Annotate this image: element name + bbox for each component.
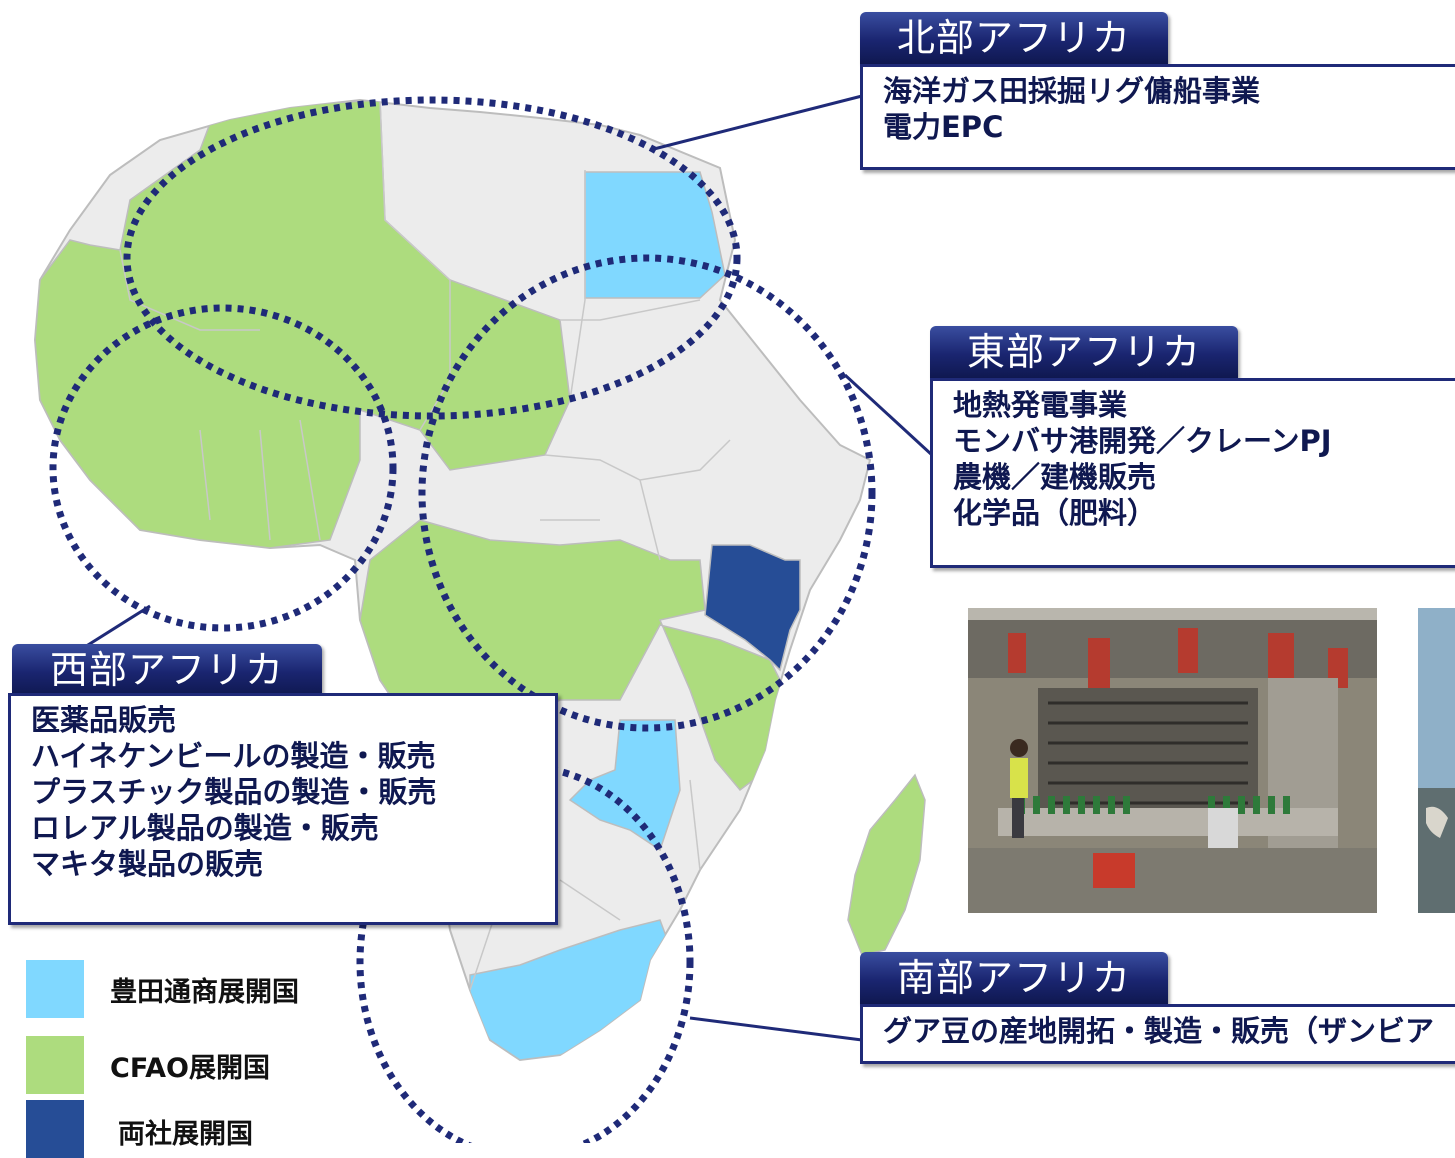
east-africa-title: 東部アフリカ bbox=[966, 330, 1201, 374]
callout-lines bbox=[79, 94, 934, 1042]
north-africa-title: 北部アフリカ bbox=[896, 16, 1131, 60]
legend-label-cfao: CFAO展開国 bbox=[110, 1053, 271, 1084]
legend-swatch-green bbox=[26, 1036, 84, 1094]
east-line-1: 地熱発電事業 bbox=[953, 388, 1128, 422]
north-line-2: 電力EPC bbox=[883, 110, 1004, 144]
legend-swatch-light-blue bbox=[26, 960, 84, 1018]
partial-photo bbox=[1418, 608, 1455, 913]
north-circle bbox=[123, 96, 741, 420]
legend-item-cfao: CFAO展開国 bbox=[26, 1036, 386, 1094]
east-circle bbox=[418, 254, 876, 732]
west-line-1: 医薬品販売 bbox=[31, 703, 177, 737]
west-africa-title: 西部アフリカ bbox=[49, 648, 284, 692]
legend-swatch-dark-blue bbox=[26, 1100, 84, 1158]
south-africa-tab: 南部アフリカ bbox=[860, 952, 1168, 1004]
north-line-1: 海洋ガス田採掘リグ傭船事業 bbox=[883, 74, 1261, 108]
south-africa-box: グア豆の産地開拓・製造・販売（ザンビア bbox=[860, 1004, 1455, 1064]
egypt-region bbox=[584, 171, 726, 299]
west-line-4: ロレアル製品の製造・販売 bbox=[31, 811, 379, 845]
madagascar bbox=[847, 773, 926, 956]
north-africa-tab: 北部アフリカ bbox=[860, 12, 1168, 64]
east-line-4: 化学品（肥料） bbox=[953, 496, 1157, 530]
south-africa-title: 南部アフリカ bbox=[896, 956, 1131, 1000]
angola-region bbox=[568, 719, 681, 852]
country-borders bbox=[119, 100, 731, 991]
west-circle bbox=[49, 304, 397, 632]
east-line-2: モンバサ港開発／クレーンPJ bbox=[953, 424, 1332, 458]
kenya-region bbox=[704, 544, 801, 672]
west-africa-box: 医薬品販売 ハイネケンビールの製造・販売 プラスチック製品の製造・販売 ロレアル… bbox=[8, 693, 558, 925]
north-africa-box: 海洋ガス田採掘リグ傭船事業 電力EPC bbox=[860, 64, 1455, 170]
south-circle bbox=[356, 763, 694, 1143]
south-line-1: グア豆の産地開拓・製造・販売（ザンビア bbox=[883, 1014, 1435, 1048]
west-africa-tab: 西部アフリカ bbox=[12, 644, 322, 696]
east-africa-box: 地熱発電事業 モンバサ港開発／クレーンPJ 農機／建機販売 化学品（肥料） bbox=[930, 378, 1455, 568]
brewery-bottling-line-photo bbox=[968, 608, 1377, 913]
legend-label-toyota-tsusho: 豊田通商展開国 bbox=[110, 977, 299, 1008]
west-line-2: ハイネケンビールの製造・販売 bbox=[31, 739, 436, 773]
cfao-north-west-region bbox=[35, 100, 571, 549]
legend-label-both: 両社展開国 bbox=[118, 1119, 253, 1150]
legend-item-both: 両社展開国 bbox=[26, 1100, 386, 1158]
east-line-3: 農機／建機販売 bbox=[953, 460, 1157, 494]
east-africa-tab: 東部アフリカ bbox=[930, 326, 1238, 378]
legend-item-toyota-tsusho: 豊田通商展開国 bbox=[26, 960, 386, 1018]
west-line-3: プラスチック製品の製造・販売 bbox=[31, 775, 437, 809]
region-circles bbox=[49, 96, 876, 1143]
west-line-5: マキタ製品の販売 bbox=[31, 847, 264, 881]
